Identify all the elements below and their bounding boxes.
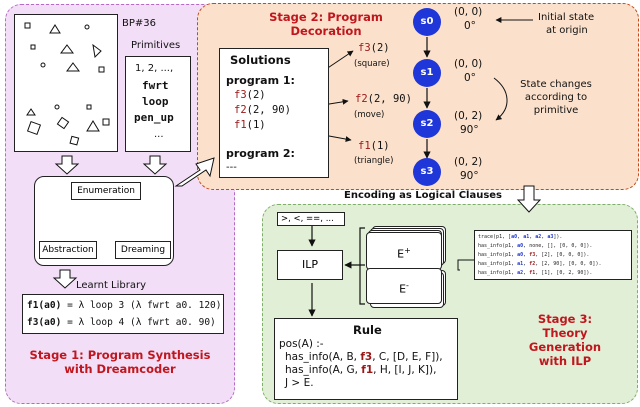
fact-line: has_info(p1, a2, f1, [1], [0, 2, 90]).	[478, 270, 593, 276]
fact-line: has_info(p1, a0, f3, [2], [0, 0, 0]).	[478, 252, 590, 258]
library-entry: f3(a0) = λ loop 4 (λ fwrt a0. 90)	[27, 317, 216, 328]
bongard-problem-box	[14, 14, 118, 152]
primitive-name: (triangle)	[354, 156, 394, 166]
facts-box: trace(p1, [a0, a1, a2, a3]). has_info(p1…	[474, 230, 632, 280]
solutions-box: Solutions program 1: f3(2) f2(2, 90) f1(…	[219, 48, 329, 178]
rule-title: Rule	[353, 323, 382, 337]
fact-line: has_info(p1, a1, f2, [2, 90], [0, 0, 0])…	[478, 261, 602, 267]
state-angle: 0°	[464, 72, 476, 84]
program1-line: f2(2, 90)	[234, 104, 291, 116]
primitive-item: loop	[142, 95, 169, 108]
bongard-shapes	[24, 22, 110, 146]
state-node-s1: s1	[413, 59, 441, 87]
state-angle: 0°	[464, 20, 476, 32]
state-pos: (0, 2)	[454, 110, 483, 122]
state-pos: (0, 2)	[454, 156, 483, 168]
primitive-item: fwrt	[142, 79, 169, 92]
positive-examples-card: E+	[366, 232, 442, 270]
primitive-item: 1, 2, ...,	[135, 63, 174, 74]
dreaming-module: Dreaming	[115, 241, 171, 259]
state-angle: 90°	[460, 124, 479, 136]
fact-line: has_info(p1, a0, none, [], [0, 0, 0]).	[478, 243, 593, 249]
state-angle: 90°	[460, 170, 479, 182]
negative-examples-card: E-	[366, 268, 442, 304]
abstraction-module: Abstraction	[39, 241, 97, 259]
encoding-label: Encoding as Logical Clauses	[344, 190, 503, 201]
primitive-name: (square)	[354, 59, 390, 69]
program1-line: f3(2)	[234, 89, 266, 101]
rule-line: J > E.	[285, 377, 314, 389]
primitive-name: (move)	[354, 110, 385, 120]
primitive-item: ...	[154, 129, 164, 140]
primitive-call: f2(2, 90)	[355, 93, 412, 105]
program2-label: program 2:	[226, 147, 295, 160]
rule-box: Rule pos(A) :- has_info(A, B, f3, C, [D,…	[274, 318, 458, 400]
dreamcoder-module-box: Enumeration Abstraction Dreaming	[34, 176, 174, 266]
program1-line: f1(1)	[234, 119, 266, 131]
initial-state-note: at origin	[546, 25, 588, 36]
primitive-item: pen_up	[134, 111, 174, 124]
program2-body: ---	[226, 162, 237, 173]
primitives-box: 1, 2, ..., fwrt loop pen_up ...	[125, 56, 191, 152]
program1-label: program 1:	[226, 74, 295, 87]
primitives-label: Primitives	[131, 40, 181, 51]
rule-head: pos(A) :-	[279, 338, 324, 350]
state-pos: (0, 0)	[454, 6, 483, 18]
state-node-s3: s3	[413, 158, 441, 186]
solutions-label: Solutions	[230, 53, 291, 67]
initial-state-note: Initial state	[538, 12, 595, 23]
ops-box: >, <, ==, ...	[277, 212, 345, 226]
enumeration-module: Enumeration	[71, 182, 141, 200]
learnt-library-label: Learnt Library	[76, 280, 147, 291]
fact-line: trace(p1, [a0, a1, a2, a3]).	[478, 234, 563, 240]
bp-label: BP#36	[122, 18, 156, 29]
learnt-library-box: f1(a0) = λ loop 3 (λ fwrt a0. 120) f3(a0…	[22, 294, 224, 334]
primitive-call: f3(2)	[358, 42, 390, 54]
ilp-box: ILP	[277, 250, 343, 280]
state-pos: (0, 0)	[454, 58, 483, 70]
primitive-call: f1(1)	[358, 140, 390, 152]
library-entry: f1(a0) = λ loop 3 (λ fwrt a0. 120)	[27, 300, 222, 311]
rule-line: has_info(A, B, f3, C, [D, E, F]),	[285, 351, 443, 363]
state-node-s0: s0	[413, 8, 441, 36]
rule-line: has_info(A, G, f1, H, [I, J, K]),	[285, 364, 437, 376]
state-node-s2: s2	[413, 110, 441, 138]
